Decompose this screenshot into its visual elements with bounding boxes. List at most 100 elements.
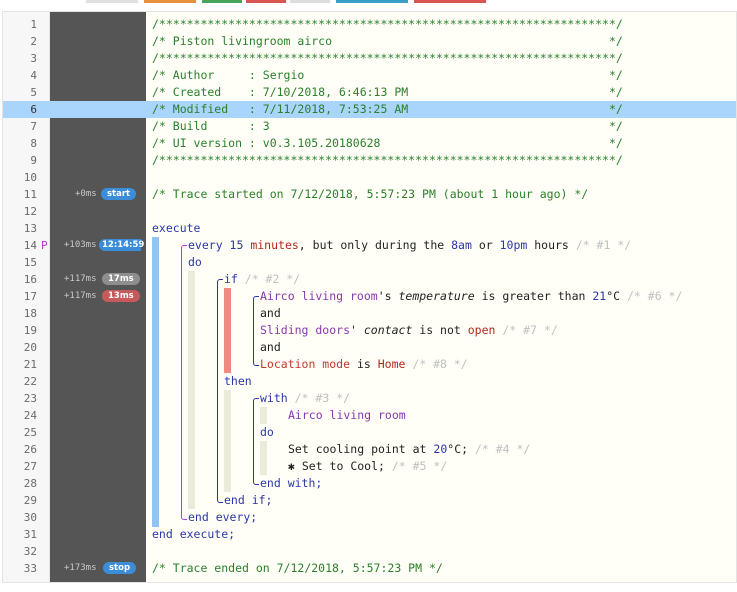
statement-id: /* #6 */	[627, 289, 683, 303]
with-keyword: with	[260, 391, 295, 405]
setpoint-value: 20	[433, 442, 448, 456]
task-text: Set to Cool;	[294, 459, 392, 473]
line-number[interactable]: 16	[23, 273, 37, 286]
trace-duration-badge-failed[interactable]: 13ms	[102, 290, 140, 302]
line-number[interactable]: 15	[23, 256, 37, 269]
line-number[interactable]: 19	[23, 324, 37, 337]
interval-unit: minutes	[243, 238, 299, 252]
trace-timer-badge[interactable]: 12:14:59	[99, 239, 144, 251]
line-number[interactable]: 22	[23, 375, 37, 388]
end-if-keyword[interactable]: end if;	[224, 493, 273, 507]
line-number[interactable]: 27	[23, 460, 37, 473]
selected-line-highlight	[3, 101, 736, 118]
line-number[interactable]: 9	[30, 154, 37, 167]
line-number[interactable]: 1	[30, 18, 37, 31]
and-operator[interactable]: and	[260, 340, 281, 354]
set-cooling-point-task[interactable]: Set cooling point at 20°C; /* #4 */	[288, 441, 530, 458]
hours-text: hours	[527, 238, 576, 252]
line-number[interactable]: 3	[30, 52, 37, 65]
line-number[interactable]: 4	[30, 69, 37, 82]
line-number[interactable]: 29	[23, 494, 37, 507]
statement-id: /* #2 */	[244, 272, 301, 286]
statement-id: /* #3 */	[294, 391, 351, 405]
top-tab-strip	[86, 0, 486, 3]
end-execute-keyword[interactable]: end execute;	[152, 527, 236, 541]
restriction-text: , but only during the	[298, 238, 452, 252]
interval-value: 15	[229, 238, 244, 252]
trace-time: +103ms	[64, 240, 97, 250]
trace-start-badge[interactable]: start	[101, 188, 137, 200]
if-statement[interactable]: if /* #2 */	[224, 271, 300, 288]
every-statement[interactable]: every 15 minutes, but only during the 8a…	[188, 237, 631, 254]
condition-contact[interactable]: Sliding doors' contact is not open /* #7…	[260, 322, 558, 339]
end-with-keyword[interactable]: end with;	[260, 476, 323, 490]
then-block-bar	[224, 390, 231, 492]
every-keyword: every	[188, 238, 230, 252]
comparison-text: is greater than	[474, 289, 593, 303]
end-every-keyword[interactable]: end every;	[188, 510, 258, 524]
modified-comment: /* Modified : 7/11/2018, 7:53:25 AM */	[152, 102, 623, 116]
end-time: 10pm	[499, 238, 528, 252]
or-text: or	[471, 238, 500, 252]
set-to-cool-task[interactable]: ✱ Set to Cool; /* #5 */	[288, 458, 447, 475]
line-number[interactable]: 14	[23, 239, 37, 252]
line-number[interactable]: 13	[23, 222, 37, 235]
line-number[interactable]: 11	[23, 188, 37, 201]
line-number[interactable]: 24	[23, 409, 37, 422]
trace-duration-badge[interactable]: 17ms	[102, 273, 140, 285]
line-number[interactable]: 10	[23, 171, 37, 184]
trace-started-comment: /* Trace started on 7/12/2018, 5:57:23 P…	[152, 187, 589, 201]
line-number[interactable]: 12	[23, 205, 37, 218]
line-number[interactable]: 23	[23, 392, 37, 405]
every-bracket	[181, 245, 187, 520]
line-number[interactable]: 21	[23, 358, 37, 371]
statement-id: /* #8 */	[405, 357, 468, 371]
conditions-bracket	[253, 296, 259, 366]
line-number[interactable]: 5	[30, 86, 37, 99]
unit-text: °C	[606, 289, 627, 303]
possessive-text: 's	[377, 289, 399, 303]
execute-keyword[interactable]: execute	[152, 221, 201, 235]
do-keyword[interactable]: do	[188, 255, 202, 269]
trace-time: +117ms	[64, 274, 97, 284]
header-comment: /***************************************…	[152, 51, 623, 65]
created-comment: /* Created : 7/10/2018, 6:46:13 PM */	[152, 85, 623, 99]
build-comment: /* Build : 3 */	[152, 119, 623, 133]
piston-name-comment: /* Piston livingroom airco */	[152, 34, 623, 48]
condition-temperature[interactable]: Airco living room's temperature is great…	[260, 288, 682, 305]
threshold-value: 21	[592, 289, 607, 303]
location-mode-name: Location mode	[260, 357, 351, 371]
line-number[interactable]: 7	[30, 120, 37, 133]
line-number[interactable]: 17	[23, 290, 37, 303]
device-name: Sliding doors	[260, 323, 351, 337]
with-device-bar	[260, 407, 267, 424]
line-number[interactable]: 26	[23, 443, 37, 456]
line-number[interactable]: 8	[30, 137, 37, 150]
compare-value: open	[467, 323, 496, 337]
with-statement[interactable]: with /* #3 */	[260, 390, 350, 407]
line-number[interactable]: 30	[23, 511, 37, 524]
line-number[interactable]: 2	[30, 35, 37, 48]
line-number[interactable]: 33	[23, 562, 37, 575]
do-keyword[interactable]: do	[260, 425, 274, 439]
condition-location-mode[interactable]: Location mode is Home /* #8 */	[260, 356, 468, 373]
trace-time: +0ms	[75, 189, 97, 199]
line-number[interactable]: 20	[23, 341, 37, 354]
possessive-text: '	[350, 323, 364, 337]
target-device[interactable]: Airco living room	[288, 408, 406, 422]
line-number[interactable]: 28	[23, 477, 37, 490]
then-keyword[interactable]: then	[224, 374, 252, 388]
and-operator[interactable]: and	[260, 306, 281, 320]
author-comment: /* Author : Sergio */	[152, 68, 623, 82]
line-number[interactable]: 25	[23, 426, 37, 439]
line-number[interactable]: 18	[23, 307, 37, 320]
asterisk-icon: ✱	[288, 459, 295, 473]
line-number[interactable]: 32	[23, 545, 37, 558]
attribute-name: temperature	[398, 289, 475, 303]
compare-value: Home	[377, 357, 406, 371]
line-number-selected[interactable]: 6	[30, 103, 37, 116]
piston-trace-viewer: 1 2 3 4 5 6 7 8 9 10 11 12 13 14 15 16 1…	[2, 11, 737, 583]
trace-stop-badge[interactable]: stop	[103, 562, 137, 574]
unit-text: °C;	[447, 442, 475, 456]
line-number[interactable]: 31	[23, 528, 37, 541]
